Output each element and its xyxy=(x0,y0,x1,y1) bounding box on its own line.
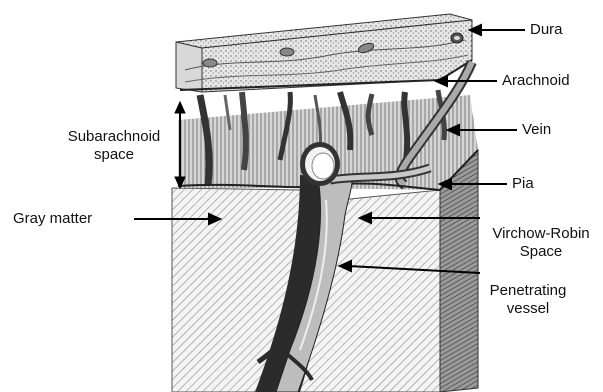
label-pia: Pia xyxy=(512,175,534,193)
vein-arrow xyxy=(448,125,517,135)
dura-layer xyxy=(176,14,472,92)
label-vein: Vein xyxy=(522,121,551,139)
artery-cross-section xyxy=(300,142,340,186)
label-arachnoid: Arachnoid xyxy=(502,72,570,90)
label-virchow-line1: Virchow-Robin xyxy=(482,225,600,243)
dura-arrow xyxy=(470,25,525,35)
label-penetrating-line1: Penetrating xyxy=(478,282,578,300)
label-virchow-robin-space: Virchow-Robin Space xyxy=(482,225,600,261)
label-subarachnoid-line1: Subarachnoid xyxy=(55,128,173,146)
label-subarachnoid-space: Subarachnoid space xyxy=(55,128,173,164)
label-penetrating-vessel: Penetrating vessel xyxy=(478,282,578,318)
label-virchow-line2: Space xyxy=(482,243,600,261)
label-gray-matter: Gray matter xyxy=(13,210,92,228)
label-subarachnoid-line2: space xyxy=(55,146,173,164)
label-penetrating-line2: vessel xyxy=(478,300,578,318)
label-dura: Dura xyxy=(530,21,563,39)
